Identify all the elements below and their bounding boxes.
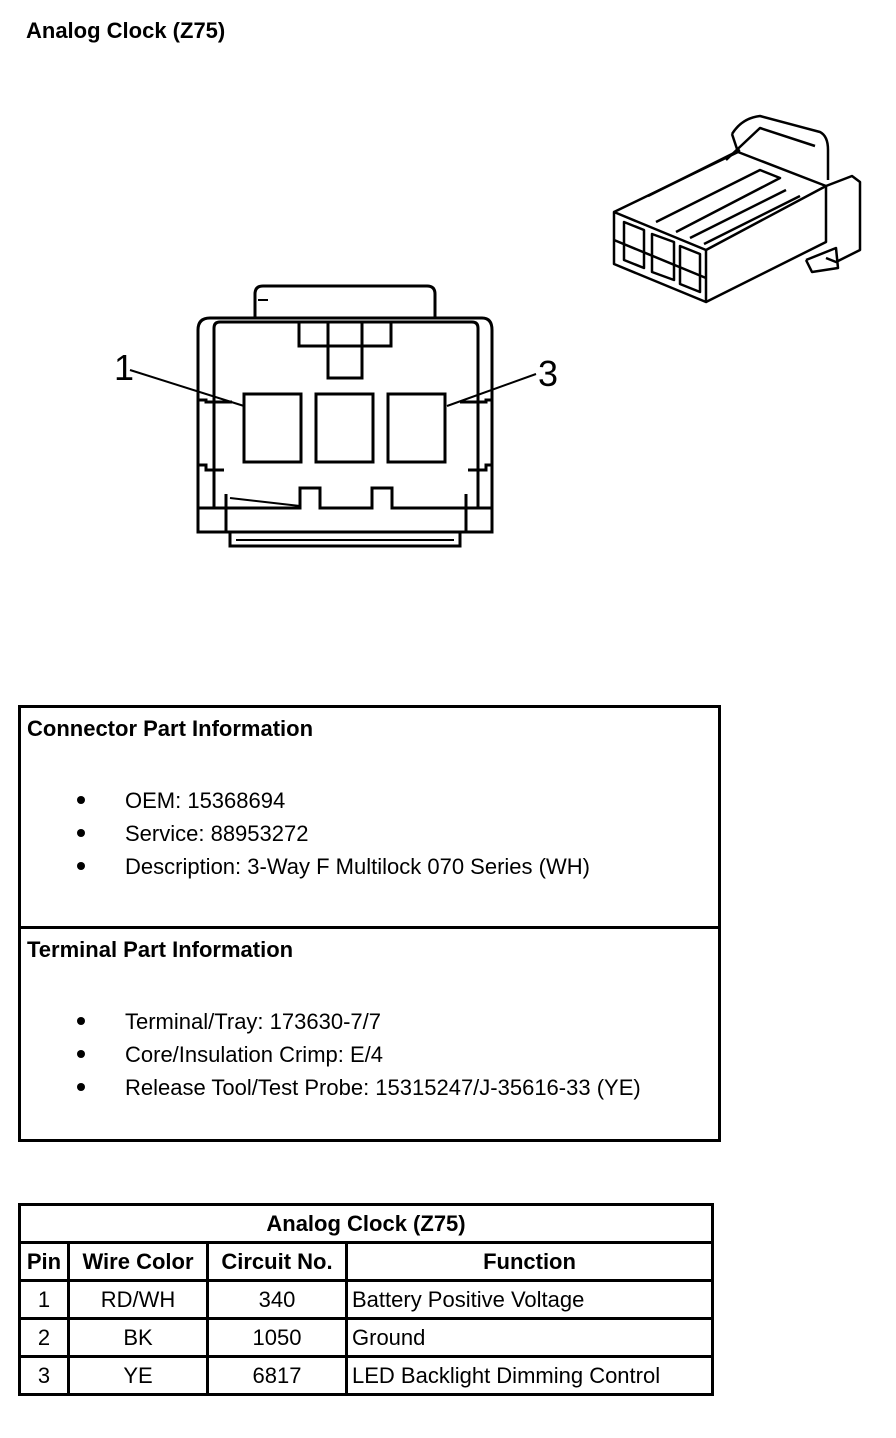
connector-service: Service: 88953272 bbox=[125, 821, 309, 846]
connector-isometric-diagram bbox=[612, 114, 862, 304]
header-wire-color: Wire Color bbox=[67, 1241, 209, 1282]
terminal-release-tool: Release Tool/Test Probe: 15315247/J-3561… bbox=[125, 1075, 641, 1100]
pin-label-3: 3 bbox=[538, 353, 558, 394]
cell-pin: 2 bbox=[18, 1317, 70, 1358]
terminal-part-info: Terminal Part Information Terminal/Tray:… bbox=[21, 926, 718, 1139]
table-caption: Analog Clock (Z75) bbox=[18, 1203, 714, 1244]
cavity-3 bbox=[386, 392, 447, 464]
bullet-icon bbox=[77, 829, 85, 837]
connector-oem: OEM: 15368694 bbox=[125, 788, 286, 813]
bullet-icon bbox=[77, 862, 85, 870]
table-row: 2 BK 1050 Ground bbox=[18, 1317, 714, 1358]
page-title: Analog Clock (Z75) bbox=[26, 18, 226, 43]
table-row: 3 YE 6817 LED Backlight Dimming Control bbox=[18, 1355, 714, 1396]
cavity-2 bbox=[314, 392, 375, 464]
pin-table: Analog Clock (Z75) Pin Wire Color Circui… bbox=[18, 1203, 714, 1396]
connector-part-info: Connector Part Information OEM: 15368694… bbox=[21, 708, 718, 926]
terminal-tray: Terminal/Tray: 173630-7/7 bbox=[125, 1009, 381, 1034]
bullet-icon bbox=[77, 1050, 85, 1058]
cell-circuit-no: 340 bbox=[206, 1279, 348, 1320]
terminal-info-title: Terminal Part Information bbox=[27, 937, 294, 962]
cavity-1 bbox=[242, 392, 303, 464]
cell-function: Ground bbox=[345, 1317, 714, 1358]
header-circuit-no: Circuit No. bbox=[206, 1241, 348, 1282]
cell-pin: 3 bbox=[18, 1355, 70, 1396]
connector-face-diagram: 1 3 bbox=[114, 284, 558, 548]
table-caption-row: Analog Clock (Z75) bbox=[18, 1203, 714, 1244]
bullet-icon bbox=[77, 1017, 85, 1025]
part-info-box: Connector Part Information OEM: 15368694… bbox=[18, 705, 721, 1142]
header-pin: Pin bbox=[18, 1241, 70, 1282]
cell-wire-color: YE bbox=[67, 1355, 209, 1396]
bullet-icon bbox=[77, 796, 85, 804]
cell-pin: 1 bbox=[18, 1279, 70, 1320]
table-row: 1 RD/WH 340 Battery Positive Voltage bbox=[18, 1279, 714, 1320]
cell-circuit-no: 6817 bbox=[206, 1355, 348, 1396]
cell-function: Battery Positive Voltage bbox=[345, 1279, 714, 1320]
cell-wire-color: BK bbox=[67, 1317, 209, 1358]
pin-label-1: 1 bbox=[114, 347, 134, 388]
header-function: Function bbox=[345, 1241, 714, 1282]
cell-wire-color: RD/WH bbox=[67, 1279, 209, 1320]
connector-info-title: Connector Part Information bbox=[27, 716, 314, 741]
cell-function: LED Backlight Dimming Control bbox=[345, 1355, 714, 1396]
connector-description: Description: 3-Way F Multilock 070 Serie… bbox=[125, 854, 590, 879]
table-header-row: Pin Wire Color Circuit No. Function bbox=[18, 1241, 714, 1282]
cell-circuit-no: 1050 bbox=[206, 1317, 348, 1358]
bullet-icon bbox=[77, 1083, 85, 1091]
terminal-crimp: Core/Insulation Crimp: E/4 bbox=[125, 1042, 383, 1067]
